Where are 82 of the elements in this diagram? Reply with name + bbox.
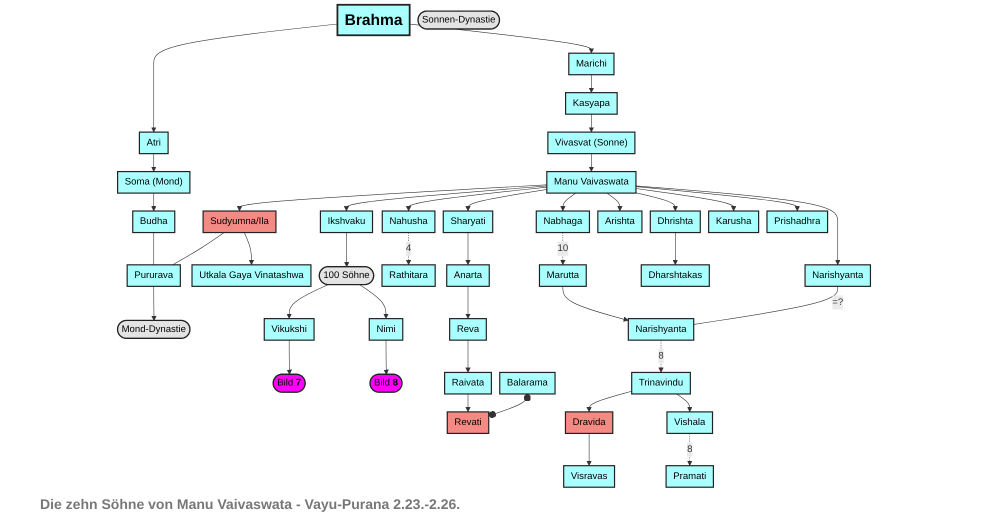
arrow — [344, 232, 350, 268]
arrow — [236, 184, 548, 212]
node-box: Reva — [449, 318, 487, 341]
arrow — [586, 433, 592, 466]
arrow — [465, 189, 548, 212]
node-box: Pururava — [126, 264, 181, 287]
arrow — [676, 394, 692, 412]
node-box: Atri — [138, 132, 169, 154]
edge-label: 4 — [406, 243, 412, 254]
node-box: Ikshvaku — [320, 210, 374, 234]
node-box: Rathitara — [381, 264, 436, 287]
node-box: Vishala — [666, 411, 714, 434]
node-box: Narishyanta — [804, 264, 872, 287]
arrow — [588, 114, 594, 132]
node-box: Soma (Mond) — [117, 170, 190, 194]
arrow — [636, 188, 736, 212]
node-box: Utkala Gaya Vinatashwa — [191, 264, 312, 287]
arrow — [244, 232, 254, 266]
connector — [153, 232, 154, 266]
node-box: Marichi — [568, 52, 615, 76]
arrow — [560, 192, 576, 212]
node-box: Nabhaga — [536, 210, 590, 234]
connector — [693, 286, 838, 325]
arrow — [384, 340, 389, 375]
edge-label: 8 — [658, 350, 664, 362]
node-box: Marutta — [538, 264, 587, 287]
arrow — [465, 232, 471, 266]
arrow — [151, 192, 156, 212]
node-box: Pramati — [666, 465, 714, 488]
arrow — [636, 186, 840, 266]
arrow — [658, 340, 664, 373]
arrow — [151, 24, 338, 132]
node-box: Dhrishta — [650, 210, 701, 234]
node-box: Vivasvat (Sonne) — [547, 132, 636, 154]
arrow — [465, 340, 471, 373]
caption: Die zehn Söhne von Manu Vaivaswata - Vayu-Purana 2.23.-2.26. — [39, 495, 462, 514]
arrow — [606, 192, 623, 212]
node-box: Karusha — [708, 210, 760, 234]
node-box: Dravida — [564, 411, 614, 434]
node-box: Anarta — [446, 264, 490, 287]
node-box: Arishta — [597, 210, 643, 234]
arrow — [360, 284, 389, 319]
arrow — [636, 186, 800, 212]
node-box: Kasyapa — [565, 92, 618, 115]
arrow — [286, 340, 292, 375]
arrow — [687, 433, 692, 466]
node-box: Nimi — [368, 318, 404, 341]
node-box: Prishadhra — [766, 210, 828, 234]
node-box: Revati — [446, 411, 490, 434]
arrow — [406, 232, 412, 266]
node-box: Dharshtakas — [640, 264, 710, 287]
arrow — [286, 284, 328, 319]
edge-label: =? — [832, 297, 844, 308]
node-box: Budha — [132, 210, 176, 234]
node-box: Brahma — [336, 4, 411, 36]
node-box: Trinavindu — [631, 372, 691, 395]
node-box: Narishyanta — [628, 318, 694, 341]
arrow — [560, 232, 566, 266]
arrow — [151, 286, 157, 321]
edge-label: 10 — [558, 243, 568, 254]
node-box: Manu Vaivaswata — [546, 170, 637, 194]
connector — [488, 394, 532, 418]
node-box: Sharyati — [442, 210, 494, 234]
connector — [172, 232, 224, 266]
arrow — [586, 390, 632, 412]
node-box: Balarama — [499, 372, 556, 395]
arrow — [672, 232, 678, 266]
node-box: Vikukshi — [264, 318, 315, 341]
arrow — [151, 153, 156, 172]
arrow — [406, 186, 548, 212]
arrow — [636, 192, 678, 212]
arrow — [465, 394, 471, 412]
node-box: Visravas — [563, 465, 616, 488]
arrow — [562, 286, 629, 322]
arrow — [588, 74, 594, 93]
node-box: Nahusha — [382, 210, 436, 234]
arrow — [344, 186, 548, 212]
node-box: Sudyumna/Ila — [202, 210, 277, 234]
node-box: Raivata — [444, 372, 492, 395]
arrow — [465, 286, 471, 319]
arrow — [588, 153, 594, 172]
edge-label: 8 — [687, 444, 692, 454]
